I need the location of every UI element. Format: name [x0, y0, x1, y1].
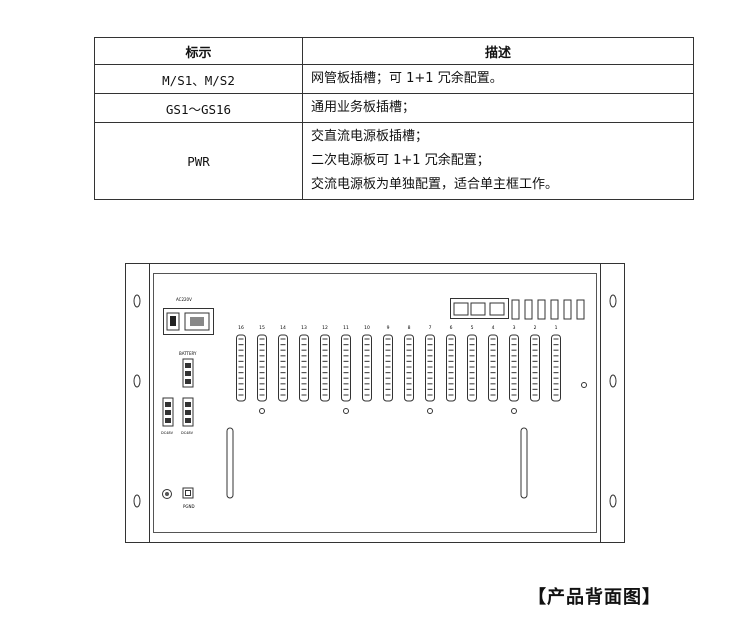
terminal-pin [185, 410, 191, 415]
usb-port-group [511, 299, 585, 320]
db-connector-icon [236, 334, 246, 402]
usb-port-icon [511, 299, 520, 320]
slot-number-label: 10 [364, 325, 370, 331]
screw-hole [343, 408, 349, 414]
screw-hole [427, 408, 433, 414]
mount-hole [609, 374, 617, 388]
rj45-port-icon [489, 302, 505, 316]
terminal-pin [185, 371, 191, 376]
slot-number-label: 12 [322, 325, 328, 331]
db-connector-icon [425, 334, 435, 402]
db-connector-icon [551, 334, 561, 402]
desc-line: 交直流电源板插槽； [311, 129, 429, 144]
terminal-pin [185, 363, 191, 368]
slot-number-label: 3 [513, 325, 516, 331]
row-desc: 交直流电源板插槽； 二次电源板可 1+1 冗余配置； 交流电源板为单独配置，适合… [302, 122, 694, 200]
row-desc: 网管板插槽；可 1+1 冗余配置。 [302, 64, 694, 94]
db-connector-icon [341, 334, 351, 402]
usb-port-icon [550, 299, 559, 320]
terminal-pin [185, 379, 191, 384]
desc-line: 网管板插槽；可 1+1 冗余配置。 [311, 71, 503, 86]
ac-label: AC220V [176, 297, 192, 302]
db-connector-icon [278, 334, 288, 402]
power-switch-rocker [170, 316, 176, 326]
slot-number-label: 14 [280, 325, 286, 331]
desc-line: 交流电源板为单独配置，适合单主框工作。 [311, 177, 559, 192]
table-header-row: 标示 描述 [94, 37, 694, 65]
table-row: M/S1、M/S2 网管板插槽；可 1+1 冗余配置。 [94, 64, 694, 94]
terminal-pin [165, 418, 171, 423]
battery-label: BATTERY [179, 351, 197, 356]
db-connector-icon [320, 334, 330, 402]
terminal-pin [185, 418, 191, 423]
slot-number-label: 7 [429, 325, 432, 331]
db-connector-icon [488, 334, 498, 402]
ground-terminal-core [165, 492, 169, 496]
rj45-port-icon [453, 302, 469, 316]
slot-number-label: 6 [450, 325, 453, 331]
screw-hole [581, 382, 587, 388]
dc-label: DC48V [181, 431, 194, 435]
usb-port-icon [537, 299, 546, 320]
slot-number-label: 8 [408, 325, 411, 331]
inner-frame [153, 273, 597, 533]
pgnd-label: PGND [183, 504, 195, 509]
db-connector-icon [299, 334, 309, 402]
guide-rail [226, 427, 234, 499]
mount-hole [133, 294, 141, 308]
row-mark: GS1～GS16 [94, 93, 303, 123]
db-connector-icon [467, 334, 477, 402]
mount-hole [133, 494, 141, 508]
db-connector-icon [257, 334, 267, 402]
pgnd-terminal-inner [185, 490, 191, 496]
mount-hole [609, 494, 617, 508]
db-connector-icon [383, 334, 393, 402]
table-row: PWR 交直流电源板插槽； 二次电源板可 1+1 冗余配置； 交流电源板为单独配… [94, 122, 694, 200]
db-connector-icon [530, 334, 540, 402]
slot-number-label: 16 [238, 325, 244, 331]
spec-table: 标示 描述 M/S1、M/S2 网管板插槽；可 1+1 冗余配置。 GS1～GS… [94, 37, 694, 200]
figure-caption: 【产品背面图】 [528, 587, 661, 608]
terminal-pin [165, 402, 171, 407]
db-connector-icon [509, 334, 519, 402]
row-desc: 通用业务板插槽； [302, 93, 694, 123]
screw-hole [511, 408, 517, 414]
usb-port-icon [524, 299, 533, 320]
db-connector-icon [362, 334, 372, 402]
slot-number-label: 5 [471, 325, 474, 331]
mount-hole [133, 374, 141, 388]
terminal-pin [165, 410, 171, 415]
slot-row: 16 15 14 13 12 11 10 9 8 7 6 5 4 3 2 1 [236, 325, 561, 414]
desc-line: 二次电源板可 1+1 冗余配置； [311, 153, 490, 168]
row-mark: M/S1、M/S2 [94, 64, 303, 94]
slot-number-label: 13 [301, 325, 307, 331]
slot-number-label: 2 [534, 325, 537, 331]
db-connector-icon [446, 334, 456, 402]
usb-port-icon [563, 299, 572, 320]
chassis-outline [125, 263, 625, 543]
header-mark: 标示 [94, 37, 303, 65]
rj45-port-icon [470, 302, 486, 316]
db-connector-icon [404, 334, 414, 402]
ac-socket-pins [190, 317, 204, 326]
header-desc: 描述 [302, 37, 694, 65]
slot-number-label: 1 [555, 325, 558, 331]
guide-rail [520, 427, 528, 499]
slot-number-label: 15 [259, 325, 265, 331]
mount-hole [609, 294, 617, 308]
row-mark: PWR [94, 122, 303, 200]
screw-hole [259, 408, 265, 414]
dc-label: DC48V [161, 431, 174, 435]
slot-number-label: 11 [343, 325, 349, 331]
table-row: GS1～GS16 通用业务板插槽； [94, 93, 694, 123]
slot-number-label: 4 [492, 325, 495, 331]
desc-line: 通用业务板插槽； [311, 100, 416, 115]
terminal-pin [185, 402, 191, 407]
slot-number-label: 9 [387, 325, 390, 331]
usb-port-icon [576, 299, 585, 320]
